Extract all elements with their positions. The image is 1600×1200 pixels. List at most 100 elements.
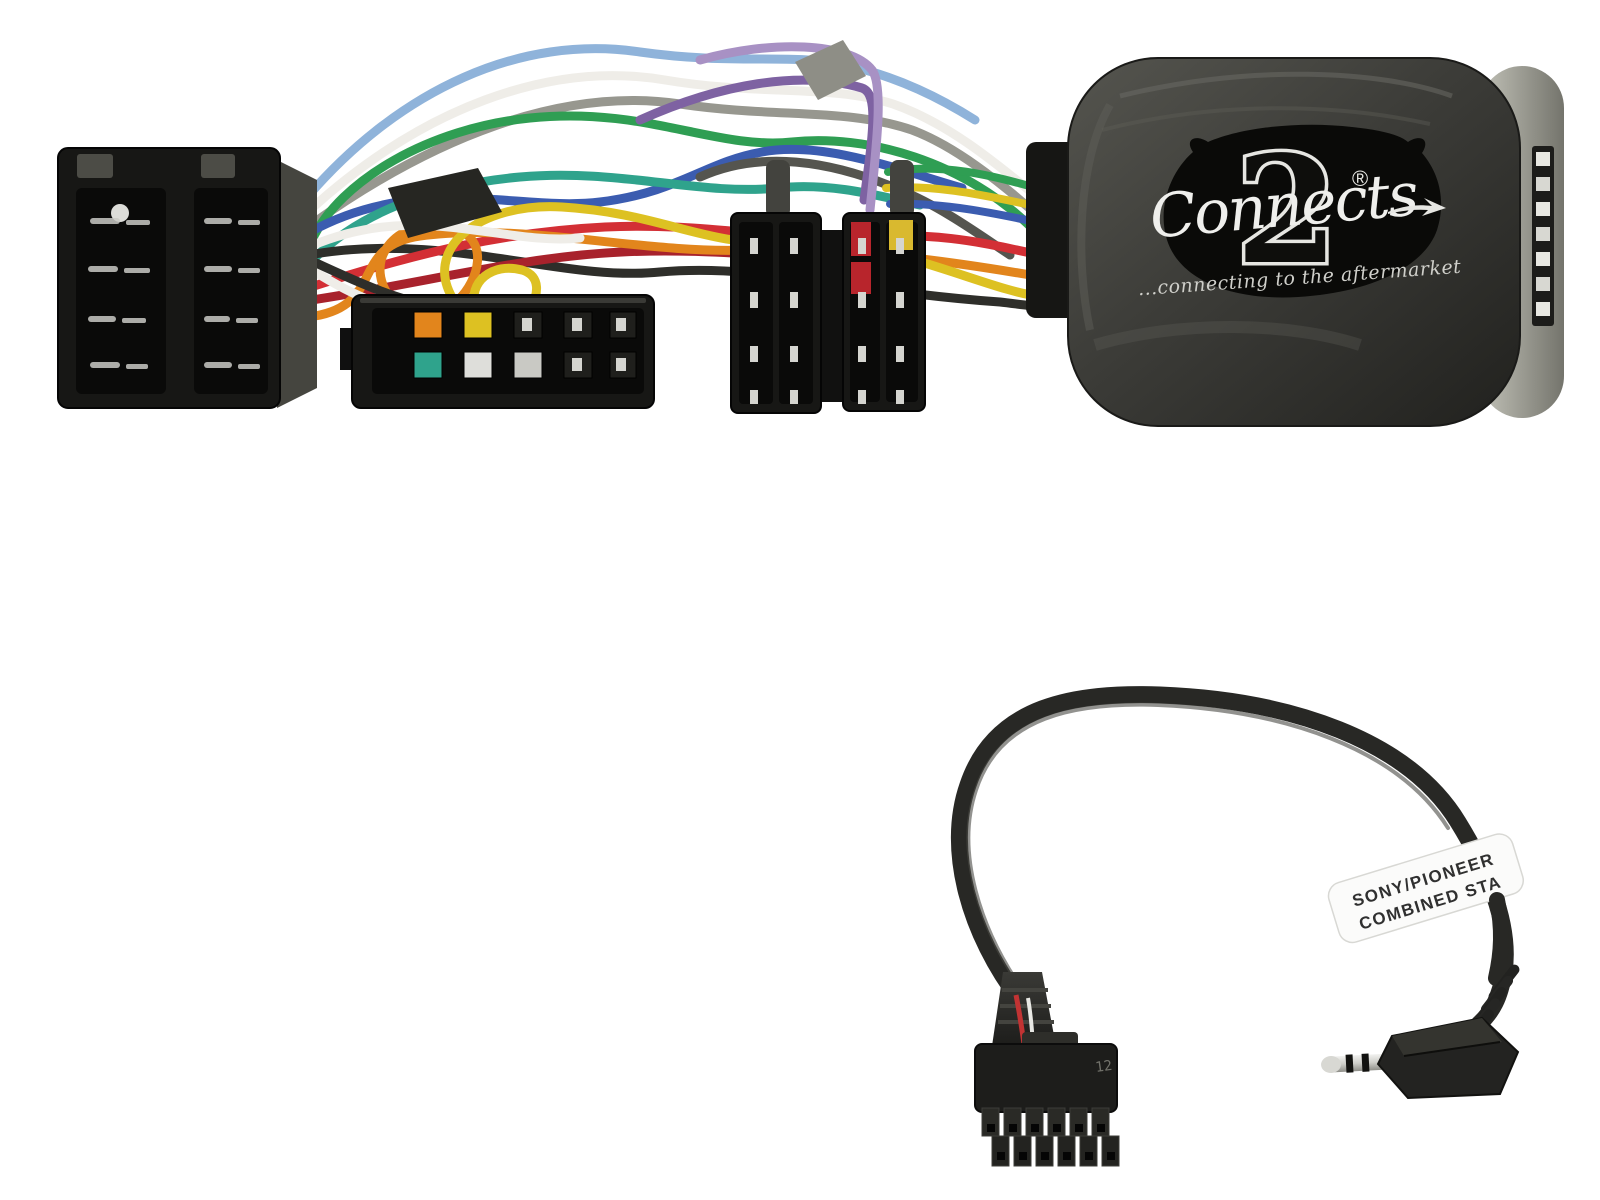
pin-hole xyxy=(1075,1124,1083,1132)
wire-green xyxy=(307,111,1041,245)
wire-black xyxy=(309,243,1043,311)
logo-gloss-panel xyxy=(1163,124,1442,298)
pin-barrel xyxy=(1079,1135,1098,1167)
pin-hole xyxy=(1107,1152,1115,1160)
pin-hole xyxy=(997,1152,1005,1160)
jack-35mm xyxy=(1321,964,1520,1100)
pin-cell-teal xyxy=(413,351,443,379)
glint xyxy=(126,364,148,369)
pin xyxy=(858,238,866,254)
pin-hole xyxy=(1041,1152,1049,1160)
glint xyxy=(204,218,232,224)
glint xyxy=(238,364,260,369)
wire-white-short xyxy=(306,220,585,251)
pin xyxy=(896,238,904,254)
pin-glint xyxy=(572,358,582,371)
brand-numeral: 2 xyxy=(1236,123,1339,297)
pin xyxy=(790,390,798,404)
plug-tip xyxy=(1321,1056,1342,1074)
cavity xyxy=(886,222,918,402)
pin-hole xyxy=(1536,227,1550,241)
cable-over-label-wrap xyxy=(1488,892,1510,986)
plug-ring xyxy=(1345,1054,1354,1073)
pin-hole xyxy=(1536,202,1550,216)
pin xyxy=(896,390,904,404)
pin-barrel xyxy=(1035,1135,1054,1167)
patch-lead: 12 xyxy=(950,686,1525,1167)
iso-strip-connector xyxy=(340,294,655,409)
end-connector-pins xyxy=(1536,152,1550,316)
pin-hole xyxy=(1536,302,1550,316)
logo-swoosh xyxy=(1388,198,1446,216)
latch-tab-left xyxy=(77,154,113,178)
pin xyxy=(896,292,904,308)
plug-ring xyxy=(1361,1053,1370,1072)
socket-column-b xyxy=(194,188,268,394)
connector-body xyxy=(974,1043,1118,1113)
pin-hole xyxy=(1019,1152,1027,1160)
wire-lavender xyxy=(695,42,883,215)
pin xyxy=(790,292,798,308)
pin xyxy=(790,346,798,362)
pin-hole xyxy=(1536,177,1550,191)
glint xyxy=(90,362,120,368)
glint xyxy=(204,362,232,368)
glint xyxy=(90,218,120,224)
plug-pins xyxy=(750,238,904,404)
glint xyxy=(124,268,150,273)
pin xyxy=(790,238,798,254)
pin-hole xyxy=(1063,1152,1071,1160)
pin-cell-silver xyxy=(513,351,543,379)
glint xyxy=(122,318,146,323)
tape-sleeve-dark xyxy=(388,168,502,238)
pin-hole xyxy=(1536,152,1550,166)
swc-interface-box: 2 Connects ® ...connecting to the afterm… xyxy=(1026,57,1564,427)
iso-block-connector-left xyxy=(57,147,317,409)
wire-teal xyxy=(306,170,925,267)
tape-sleeve-gray xyxy=(795,40,866,100)
glint xyxy=(238,220,260,225)
pin xyxy=(858,346,866,362)
pin-hole xyxy=(1097,1124,1105,1132)
latch-tab-right xyxy=(201,154,235,178)
label-sticker xyxy=(1327,833,1525,944)
pin-hole xyxy=(1031,1124,1039,1132)
pin-hole xyxy=(1085,1152,1093,1160)
pin-barrel xyxy=(1013,1135,1032,1167)
top-edge-highlight xyxy=(360,298,646,303)
pin-cell-white xyxy=(463,351,493,379)
glint xyxy=(88,266,118,272)
glint xyxy=(204,266,232,272)
glint xyxy=(126,220,150,225)
wire-end-red xyxy=(851,262,871,294)
glint xyxy=(204,316,230,322)
latch-lever-left xyxy=(766,160,790,218)
pin-hole xyxy=(987,1124,995,1132)
pin-hole xyxy=(1009,1124,1017,1132)
center-divider xyxy=(818,230,846,402)
jack-body-edge xyxy=(1403,1041,1501,1057)
pin-cell xyxy=(513,311,543,339)
pin-cell-orange xyxy=(413,311,443,339)
socket-pin-glints xyxy=(88,204,260,369)
pin-barrel xyxy=(991,1135,1010,1167)
cavity xyxy=(779,222,813,404)
pin-cells xyxy=(413,311,637,379)
glint xyxy=(236,318,258,323)
pin xyxy=(750,238,758,254)
pin-count-marking: 12 xyxy=(1094,1058,1113,1076)
pin xyxy=(858,390,866,404)
ridge-highlight-bottom xyxy=(1093,321,1362,351)
pin-hole xyxy=(1053,1124,1061,1132)
socket-column-a xyxy=(76,188,166,394)
wire-purple xyxy=(635,75,878,205)
plug-shaft xyxy=(1321,1053,1397,1074)
pin-barrel xyxy=(1057,1135,1076,1167)
iso-plug-pair xyxy=(730,160,926,414)
pin-hole xyxy=(1536,252,1550,266)
pin xyxy=(750,390,758,404)
pin xyxy=(750,346,758,362)
glint xyxy=(88,316,116,322)
wiring-harness-wires xyxy=(303,40,1043,321)
